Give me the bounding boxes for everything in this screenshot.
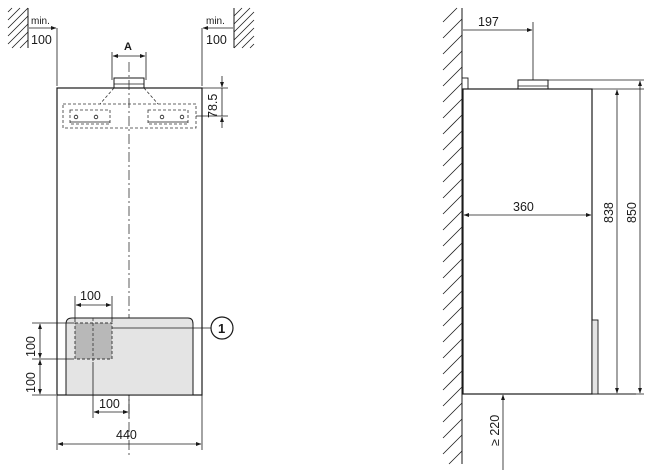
connection-height-upper-value: 100	[24, 336, 38, 357]
side-view: 197 360 838 850 ≥ 220	[442, 7, 644, 470]
floor-clearance-dimension: ≥ 220	[488, 394, 505, 470]
flue-label: A	[124, 41, 132, 53]
right-clearance-dimension: min. 100	[201, 16, 233, 86]
depth-dimension: 360	[463, 200, 592, 217]
left-min-label: min.	[31, 16, 50, 27]
connection-width-value: 100	[80, 289, 101, 303]
left-clearance-wall	[7, 7, 29, 49]
flue-offset-value: 78.5	[206, 94, 220, 118]
connection-offset-value: 100	[99, 397, 120, 411]
connection-height-dimensions: 100 100	[24, 322, 74, 396]
body-height-value: 838	[602, 202, 616, 223]
callout-number: 1	[218, 321, 225, 336]
floor-clearance-value: ≥ 220	[488, 415, 502, 446]
right-clearance-wall	[233, 7, 255, 49]
flue-distance-value: 197	[478, 15, 499, 29]
front-width-dimension: 440	[56, 395, 203, 450]
connection-area	[74, 322, 113, 360]
mounting-bracket	[461, 77, 469, 91]
right-clearance-value: 100	[206, 33, 227, 47]
flue-dimension-a: A	[111, 41, 147, 80]
side-front-panel	[591, 319, 599, 395]
boiler-casing-side	[462, 88, 593, 395]
total-height-value: 850	[625, 202, 639, 223]
flue-offset-dimension: 78.5	[196, 76, 228, 128]
callout-1: 1	[112, 316, 234, 340]
front-view: min. 100 min. 100 A	[7, 7, 255, 458]
connection-width-dimension: 100	[74, 289, 113, 322]
connection-offset-dimension: 100	[92, 362, 130, 418]
flue-distance-dimension: 197	[463, 15, 534, 80]
rear-connection-area	[62, 87, 197, 129]
front-width-value: 440	[116, 428, 137, 442]
side-wall	[442, 7, 636, 465]
left-clearance-value: 100	[31, 33, 52, 47]
height-dimensions: 838 850	[548, 79, 644, 395]
left-clearance-dimension: min. 100	[29, 16, 58, 86]
depth-value: 360	[513, 200, 534, 214]
right-min-label: min.	[206, 16, 225, 27]
connection-height-lower-value: 100	[24, 372, 38, 393]
